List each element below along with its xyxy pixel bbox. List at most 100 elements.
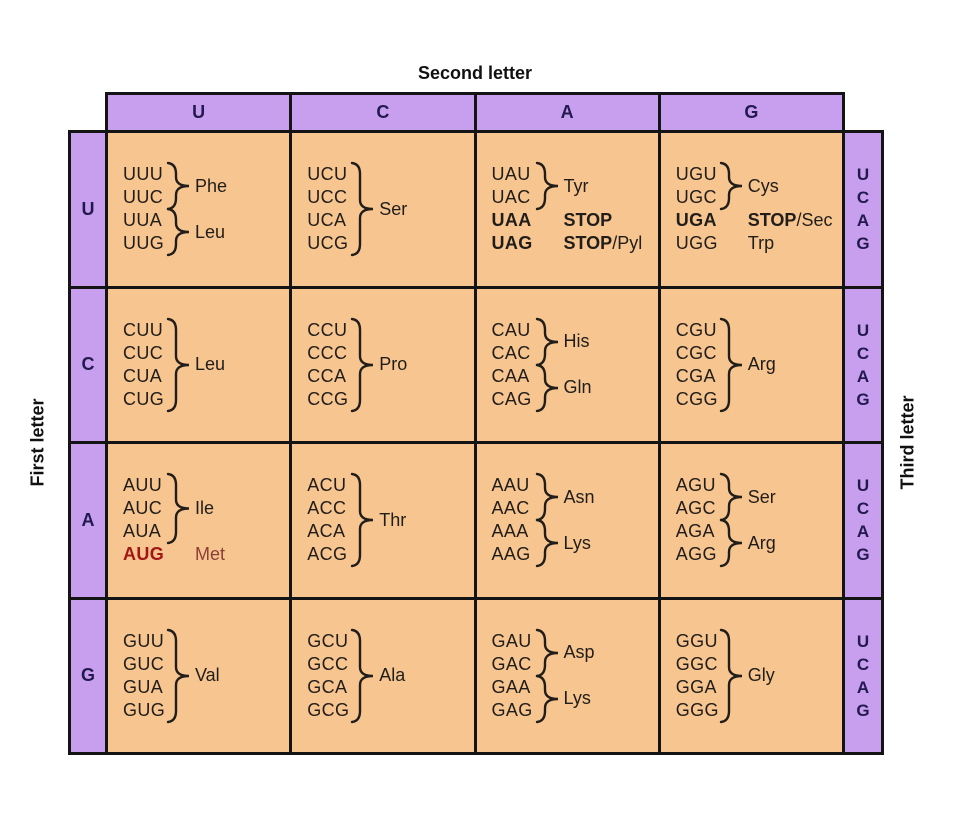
codon-CCU: CCU	[307, 319, 348, 340]
third-letter-U: U	[856, 476, 870, 496]
codon-GUU: GUU	[123, 630, 165, 651]
label-part: Ala	[379, 665, 406, 685]
codon-CUC: CUC	[123, 342, 164, 363]
first-letter-U: U	[71, 133, 105, 286]
codon-AGA: AGA	[675, 521, 715, 541]
label-part: Leu	[195, 221, 226, 242]
codon-UGU: UGU	[675, 164, 717, 184]
codon-AGC: AGC	[675, 498, 716, 518]
codon-CGA: CGA	[675, 365, 716, 386]
label-part: STOP	[563, 210, 613, 230]
third-letter-U: U	[856, 631, 870, 651]
codon-AGG: AGG	[675, 544, 717, 564]
label-part: Trp	[747, 233, 775, 253]
label-part: Lys	[563, 532, 591, 553]
first-letter-G: G	[71, 599, 105, 752]
third-letter-A: A	[856, 522, 870, 542]
second-letter-C: C	[292, 95, 474, 130]
third-letter-A: A	[856, 366, 870, 386]
second-letter-title: Second letter	[417, 63, 533, 83]
codon-UAU: UAU	[491, 164, 531, 184]
third-letter-U: U	[856, 165, 870, 185]
third-letter-U: U	[856, 320, 870, 340]
codon-GUA: GUA	[123, 676, 164, 697]
codon-GGU: GGU	[675, 630, 718, 651]
codon-ACA: ACA	[307, 521, 346, 541]
codon-AUG: AUG	[123, 544, 165, 564]
label-part: Phe	[195, 175, 228, 196]
codon-AUC: AUC	[123, 498, 163, 518]
codon-CUU: CUU	[123, 319, 164, 340]
label-part: Lys	[563, 688, 591, 708]
second-letter-U: U	[108, 95, 290, 130]
third-letter-G: G	[856, 234, 870, 254]
codon-GCC: GCC	[307, 653, 349, 674]
amino-acid-label: Arg	[748, 532, 776, 555]
first-letter-C: C	[71, 288, 105, 441]
codon-CCA: CCA	[307, 365, 347, 386]
codon-UCG: UCG	[307, 233, 349, 253]
codon-CGC: CGC	[675, 342, 717, 363]
codon-ACG: ACG	[307, 544, 348, 564]
third-letter-axis: Third letter	[886, 130, 930, 755]
label-part: /Sec	[796, 210, 833, 230]
amino-acid-label: Asp	[564, 641, 595, 664]
label-part: Leu	[195, 354, 226, 374]
amino-acid-label: Ser	[748, 486, 776, 509]
third-letter-G: G	[856, 545, 870, 565]
label-part: Gln	[563, 377, 592, 397]
codon-GCG: GCG	[307, 699, 350, 720]
codon-GGA: GGA	[675, 676, 717, 697]
label-part: Ile	[195, 498, 215, 518]
codon-CGG: CGG	[675, 388, 718, 409]
third-letter-A: A	[856, 211, 870, 231]
amino-acid-label: Ala	[379, 664, 405, 687]
codon-CAC: CAC	[491, 342, 531, 363]
codon-AUA: AUA	[123, 521, 162, 541]
codon-UGA: UGA	[675, 210, 717, 230]
codon-AAC: AAC	[491, 498, 530, 518]
codon-UCU: UCU	[307, 164, 348, 184]
codon-GUC: GUC	[123, 653, 165, 674]
codon-UUA: UUA	[123, 210, 163, 230]
amino-acid-label: STOP/Sec	[748, 209, 833, 232]
codon-UGG: UGG	[675, 233, 718, 253]
codon-UCA: UCA	[307, 210, 347, 230]
codon-UAA: UAA	[491, 210, 532, 230]
codon-GAC: GAC	[491, 653, 532, 674]
amino-acid-label: Pro	[379, 353, 407, 376]
amino-acid-label: Gln	[564, 376, 592, 399]
amino-acid-label: Gly	[748, 664, 775, 687]
amino-acid-label: Met	[195, 543, 225, 566]
codon-CAA: CAA	[491, 365, 530, 386]
codon-GGG: GGG	[675, 699, 719, 720]
codon-AUU: AUU	[123, 475, 163, 495]
amino-acid-label: Leu	[195, 353, 225, 376]
amino-acid-label: His	[564, 330, 590, 353]
amino-acid-label: Arg	[748, 353, 776, 376]
codon-GAA: GAA	[491, 676, 531, 697]
amino-acid-label: Ser	[379, 198, 407, 221]
codon-AAU: AAU	[491, 475, 530, 495]
codon-UCC: UCC	[307, 187, 348, 207]
codon-GAG: GAG	[491, 699, 533, 720]
amino-acid-label: Lys	[564, 532, 591, 555]
label-part: Gly	[747, 665, 775, 685]
codon-ACU: ACU	[307, 475, 347, 495]
codon-UUC: UUC	[123, 187, 164, 207]
label-part: Arg	[747, 532, 776, 553]
codon-CAU: CAU	[491, 319, 531, 340]
amino-acid-label: Phe	[195, 175, 227, 198]
